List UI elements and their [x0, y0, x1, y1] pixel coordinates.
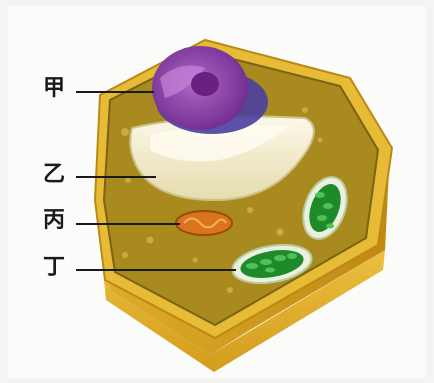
mitochondrion: [176, 211, 232, 235]
label-bing: 丙: [36, 207, 72, 235]
label-yi: 乙: [36, 161, 72, 189]
leader-line-ding: [76, 269, 236, 271]
nucleolus: [191, 72, 219, 96]
leader-line-jia: [76, 91, 154, 93]
label-jia: 甲: [36, 75, 72, 103]
leader-line-yi: [76, 176, 156, 178]
label-ding: 丁: [36, 254, 72, 282]
leader-line-bing: [76, 223, 180, 225]
